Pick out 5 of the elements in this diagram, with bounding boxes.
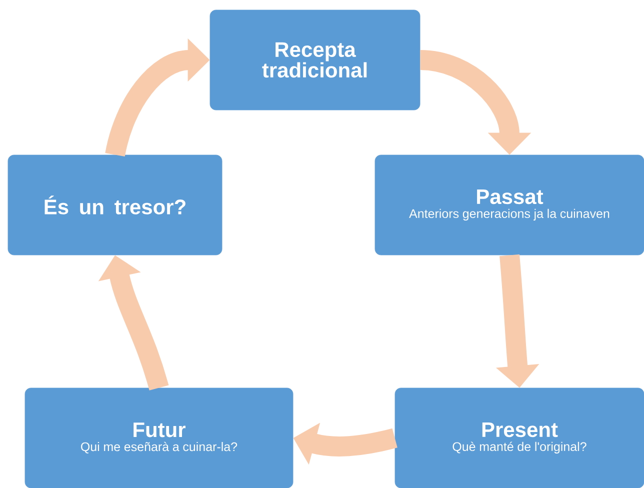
step-box: Present Què manté de l'original? [394,388,644,488]
step-box: Futur Qui me eseñarà a cuinar-la? [24,388,294,488]
step-box: Passat Anteriors generacions ja la cuinaven [374,154,644,256]
step-box: Recepta tradicional [210,10,420,110]
step-box: És un tresor? [8,154,222,256]
